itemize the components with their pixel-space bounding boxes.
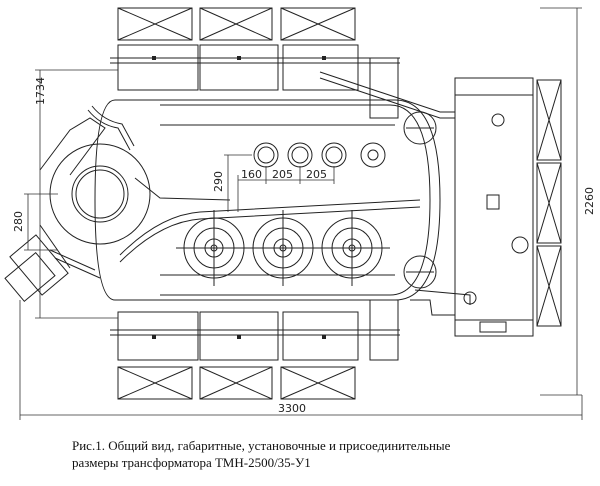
dim-total-length: 3300 xyxy=(278,402,306,415)
main-tank xyxy=(94,99,441,301)
dim-bushing-offset: 280 xyxy=(12,211,25,232)
dim-left-height: 1734 xyxy=(34,77,47,105)
caption-line-1: Рис.1. Общий вид, габаритные, установочн… xyxy=(72,438,451,453)
bottom-radiator-row xyxy=(117,366,356,400)
dim-spacing-2: 205 xyxy=(272,168,293,181)
dim-spacing-1: 160 xyxy=(241,168,262,181)
dim-valve-offset: 290 xyxy=(212,171,225,192)
right-radiator-column xyxy=(536,79,562,327)
top-radiator-row xyxy=(117,7,356,41)
lv-bushings xyxy=(176,210,390,286)
hv-bushings xyxy=(253,142,386,168)
dim-total-width: 2260 xyxy=(583,187,596,215)
conservator-tank xyxy=(454,77,534,337)
figure-caption: Рис.1. Общий вид, габаритные, установочн… xyxy=(72,437,572,471)
dim-spacing-3: 205 xyxy=(306,168,327,181)
inclined-bushing xyxy=(4,234,101,303)
caption-line-2: размеры трансформатора ТМН-2500/35-У1 xyxy=(72,455,311,470)
